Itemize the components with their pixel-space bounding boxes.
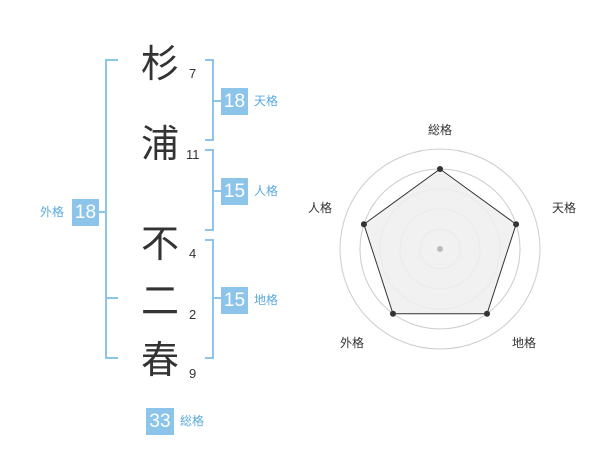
radar-ring [339, 148, 541, 350]
soukaku-label: 総格 [180, 414, 205, 428]
name-char-2: 浦 [140, 122, 179, 166]
stroke-count-3: 4 [189, 246, 197, 261]
name-char-5: 春 [140, 338, 179, 382]
radar-point [484, 310, 491, 317]
radar-axis-label-chikaku: 地格 [511, 336, 536, 350]
name-char-4: 二 [140, 279, 179, 323]
radar-polygon [363, 168, 517, 315]
name-char-1: 杉 [140, 42, 179, 86]
soukaku-badge: 33 [146, 408, 174, 435]
stroke-count-2: 11 [186, 147, 200, 162]
radar-point [513, 221, 520, 228]
gaikaku-label: 外格 [40, 205, 65, 219]
radar-axis-label-tenkaku: 天格 [551, 201, 576, 215]
gaikaku-badge: 18 [72, 199, 99, 226]
chikaku-label: 地格 [254, 293, 279, 307]
radar-point [389, 310, 396, 317]
radar-point [360, 221, 367, 228]
radar-point [437, 166, 443, 172]
tenkaku-badge: 18 [221, 88, 248, 115]
jinkaku-label: 人格 [254, 184, 279, 198]
stroke-count-1: 7 [189, 66, 197, 81]
stroke-count-4: 2 [189, 307, 197, 322]
stroke-count-5: 9 [189, 366, 197, 381]
radar-axis-label-gaikaku: 外格 [339, 336, 364, 350]
tenkaku-label: 天格 [254, 94, 279, 108]
name-char-3: 不 [140, 222, 179, 266]
radar-axis-label-soukaku: 総格 [427, 123, 452, 137]
gaikaku-bracket [105, 59, 118, 359]
radar-center-dot [437, 246, 443, 252]
radar-axis-label-jinkaku: 人格 [307, 201, 332, 215]
jinkaku-badge: 15 [221, 178, 248, 205]
chikaku-badge: 15 [221, 287, 248, 314]
